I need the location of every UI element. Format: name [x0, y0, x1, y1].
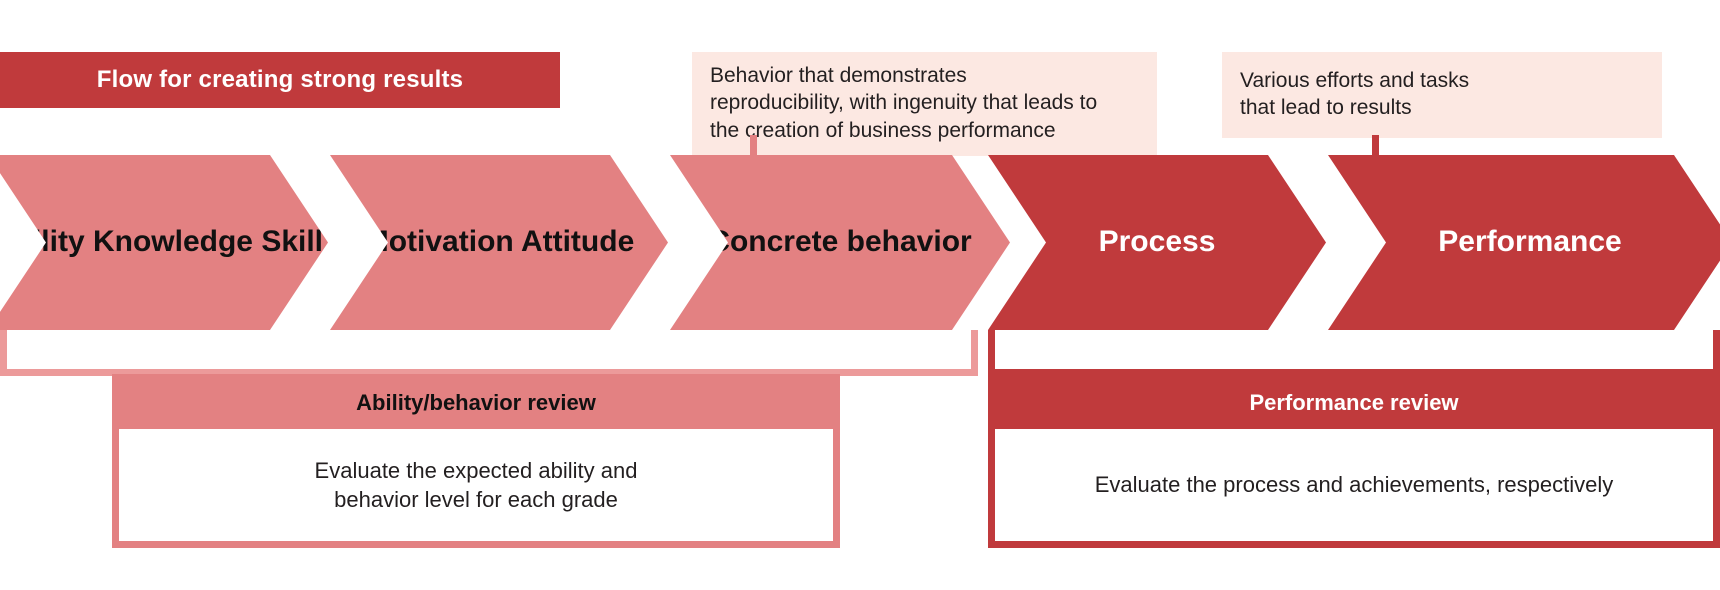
bracket-left-end-tick: [0, 330, 7, 376]
chevron-step-motivation-label: Motivation Attitude: [363, 225, 635, 259]
review-card-ability-behavior-description: Evaluate the expected ability and behavi…: [119, 429, 833, 541]
callout-behavior-connector: [750, 135, 757, 160]
review-card-performance-title: Performance review: [1249, 390, 1459, 415]
bracket-bar: [0, 369, 978, 376]
callout-behavior: Behavior that demonstrates reproducibili…: [692, 52, 1157, 156]
bracket-ability-behavior: [0, 330, 978, 406]
bracket-right-end-tick: [971, 330, 978, 376]
callout-efforts: Various efforts and tasks that lead to r…: [1222, 52, 1662, 138]
bracket-performance: [988, 330, 1720, 406]
chevron-step-process-label: Process: [1098, 225, 1216, 259]
chevron-step-ability[interactable]: Ability Knowledge Skill: [0, 155, 328, 330]
chevron-step-motivation[interactable]: Motivation Attitude: [330, 155, 668, 330]
chevron-step-ability-label: Ability Knowledge Skill: [0, 225, 324, 259]
title-banner: Flow for creating strong results: [0, 52, 560, 108]
callout-efforts-connector: [1372, 135, 1379, 160]
chevron-step-performance[interactable]: Performance: [1328, 155, 1720, 330]
chevron-step-process[interactable]: Process: [988, 155, 1326, 330]
chevron-flow: Ability Knowledge Skill Motivation Attit…: [0, 155, 1720, 330]
page-title: Flow for creating strong results: [96, 66, 464, 93]
chevron-step-concrete-behavior[interactable]: Concrete behavior: [670, 155, 1010, 330]
review-card-performance[interactable]: Performance review Evaluate the process …: [988, 374, 1720, 548]
chevron-step-performance-label: Performance: [1438, 225, 1622, 259]
bracket-left-end-tick: [988, 330, 995, 376]
chevron-step-concrete-behavior-label: Concrete behavior: [708, 225, 972, 259]
review-card-performance-description: Evaluate the process and achievements, r…: [995, 429, 1713, 541]
review-card-ability-behavior[interactable]: Ability/behavior review Evaluate the exp…: [112, 374, 840, 548]
bracket-bar: [988, 369, 1720, 376]
review-card-ability-behavior-title: Ability/behavior review: [356, 390, 596, 415]
bracket-right-end-tick: [1713, 330, 1720, 376]
